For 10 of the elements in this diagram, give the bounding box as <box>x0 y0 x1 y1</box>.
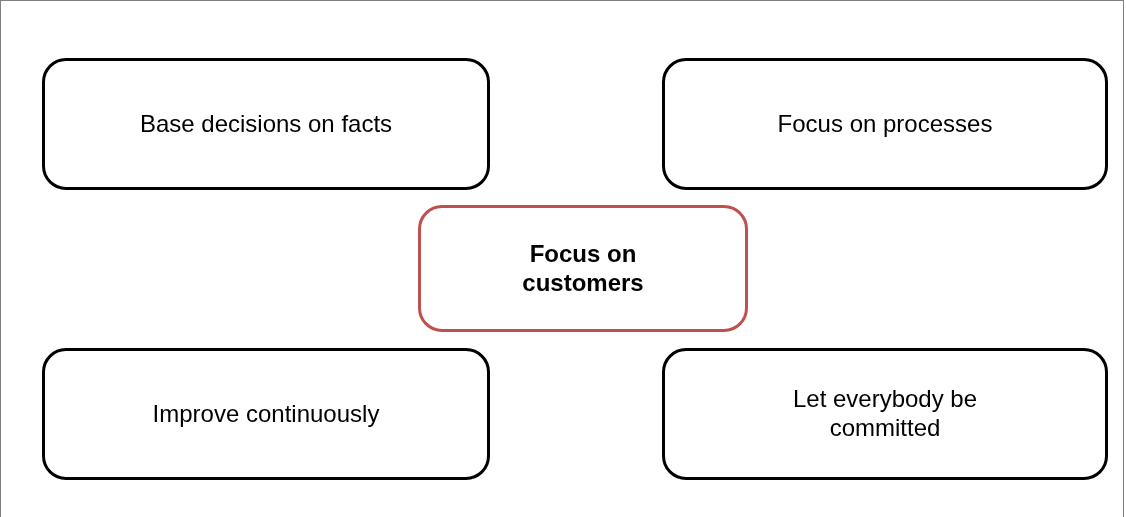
principle-box <box>662 58 1108 190</box>
central-box <box>418 205 748 332</box>
box-label: Let everybody be committed <box>791 385 979 443</box>
box-label: Base decisions on facts <box>139 109 393 139</box>
principle-box <box>42 348 490 480</box>
box-label: Focus on customers <box>521 239 645 298</box>
box-label: Improve continuously <box>152 399 380 429</box>
principle-box <box>42 58 490 190</box>
box-label: Focus on processes <box>777 109 993 139</box>
principle-box <box>662 348 1108 480</box>
